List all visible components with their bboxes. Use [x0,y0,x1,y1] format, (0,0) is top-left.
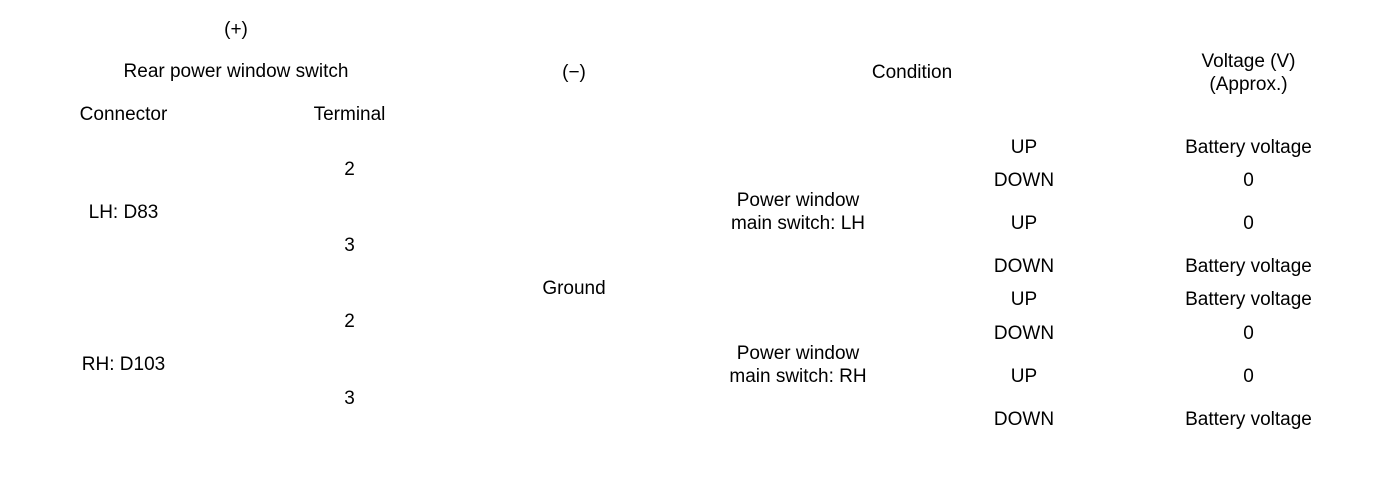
table-row: DOWN Battery voltage [10,398,1359,442]
table-row: RH: D103 2 Power window main switch: RH … [10,288,1359,442]
header-voltage-line2: (Approx.) [1209,74,1288,95]
cell-operation: UP [910,288,1138,312]
cell-terminal-lh-3: 3 [237,202,462,289]
table-row: LH: D83 2 Ground Power window main switc… [10,136,1359,442]
header-connector: Connector [10,93,237,136]
header-minus-polarity: (−) [462,10,686,136]
cell-voltage: 0 [1138,311,1359,356]
cell-voltage: 0 [1138,159,1359,203]
header-row-group: Rear power window switch [10,50,1359,93]
header-row-subcols: Connector Terminal [10,93,1359,136]
cell-operation: DOWN [910,398,1138,442]
cell-operation: UP [910,136,1138,160]
header-terminal: Terminal [237,93,462,136]
cell-voltage: Battery voltage [1138,136,1359,160]
cell-condition-rh-line1: Power window [736,342,860,364]
cell-voltage: Battery voltage [1138,245,1359,289]
cell-terminal-lh-2: 2 [237,136,462,203]
cell-operation: DOWN [910,245,1138,289]
cell-voltage: Battery voltage [1138,288,1359,312]
cell-operation: DOWN [910,159,1138,203]
cell-condition-lh-line2: main switch: LH [730,213,866,235]
cell-operation: UP [910,202,1138,246]
cell-condition-lh-line1: Power window [736,189,860,211]
header-switch-group: Rear power window switch [10,50,462,93]
cell-connector-lh: LH: D83 [10,136,237,289]
cell-voltage: Battery voltage [1138,398,1359,442]
header-voltage-line1: Voltage (V) [1201,50,1296,72]
table-row: 3 UP 0 [10,355,1359,442]
cell-terminal-rh-2: 2 [237,288,462,356]
header-row-plus: (+) (−) Condition Voltage (V) (Approx.) [10,10,1359,136]
terminal-voltage-table: (+) (−) Condition Voltage (V) (Approx.) … [10,10,1359,442]
header-voltage: Voltage (V) (Approx.) [1138,10,1359,136]
table-row: 3 UP 0 [10,202,1359,289]
cell-condition-rh: Power window main switch: RH [686,288,910,442]
cell-condition-lh: Power window main switch: LH [686,136,910,289]
cell-voltage: 0 [1138,202,1359,246]
cell-voltage: 0 [1138,355,1359,399]
cell-connector-rh: RH: D103 [10,288,237,442]
table-row: DOWN Battery voltage [10,245,1359,289]
table-row: DOWN 0 [10,159,1359,203]
table-row: DOWN 0 [10,311,1359,356]
cell-operation: DOWN [910,311,1138,356]
header-condition: Condition [686,10,1138,136]
cell-operation: UP [910,355,1138,399]
cell-terminal-rh-3: 3 [237,355,462,442]
cell-condition-rh-line2: main switch: RH [729,365,867,387]
header-plus-polarity: (+) [10,10,462,50]
cell-ground: Ground [462,136,686,442]
